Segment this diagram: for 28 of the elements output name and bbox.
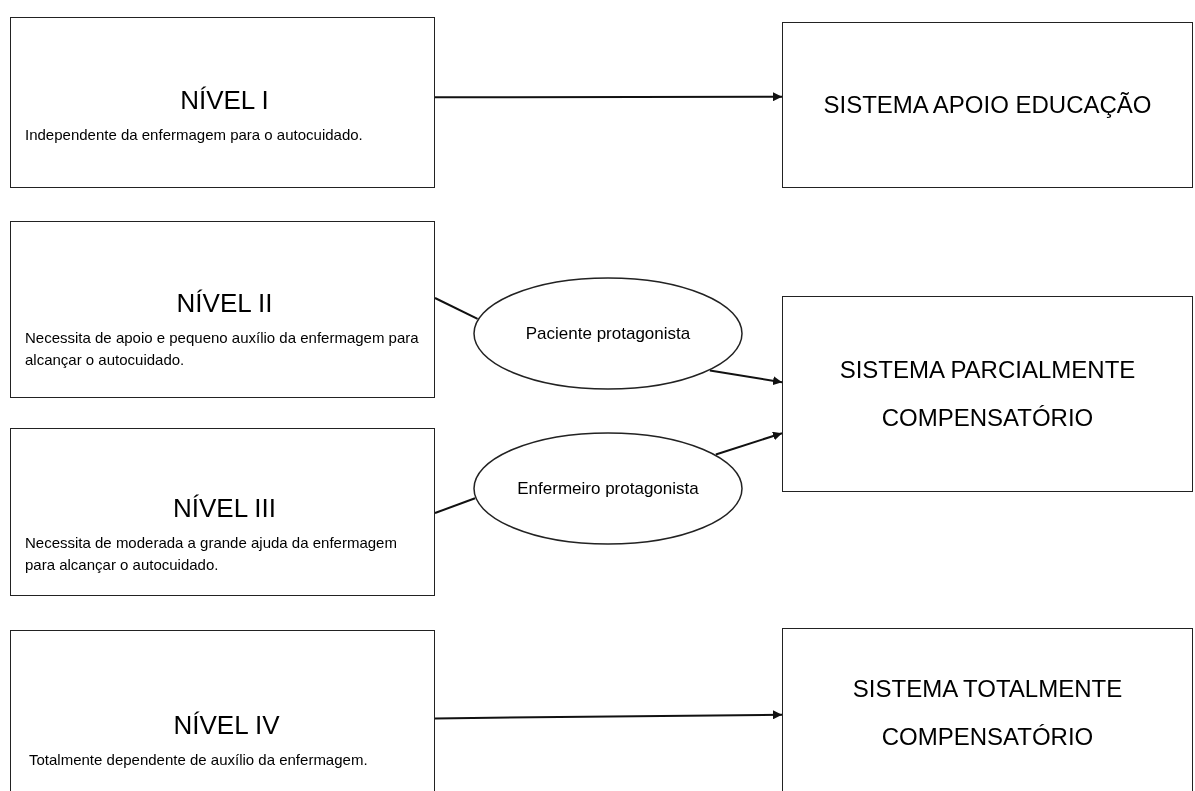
level-heading: NÍVEL III: [172, 492, 277, 524]
level-heading: NÍVEL II: [176, 288, 273, 319]
level-box: [10, 428, 435, 596]
level-description: Totalmente dependente de auxílio da enfermagem.: [29, 749, 369, 770]
level-heading: NÍVEL IV: [173, 709, 280, 741]
arrow: [708, 369, 783, 386]
role-ellipse: [473, 277, 743, 390]
level-box: [10, 630, 435, 791]
level-box: [10, 221, 435, 398]
role-ellipse: [473, 432, 743, 545]
arrow: [714, 431, 783, 456]
system-label: SISTEMA APOIO EDUCAÇÃO: [823, 90, 1152, 120]
system-label: SISTEMA PARCIALMENTE COMPENSATÓRIO: [838, 355, 1137, 433]
system-box: [782, 628, 1193, 791]
connector-line: [434, 297, 479, 320]
role-label: Paciente protagonista: [525, 322, 691, 345]
connector-line: [434, 497, 477, 514]
level-box: [10, 17, 435, 188]
arrow: [434, 92, 783, 102]
system-box: [782, 296, 1193, 492]
level-description: Necessita de apoio e pequeno auxílio da enfermagem para alcançar o autocuidado.: [25, 328, 420, 370]
level-heading: NÍVEL I: [180, 85, 269, 116]
level-description: Necessita de moderada a grande ajuda da enfermagem para alcançar o autocuidado.: [25, 532, 398, 575]
role-label: Enfermeiro protagonista: [517, 477, 699, 500]
system-label: SISTEMA TOTALMENTE COMPENSATÓRIO: [851, 674, 1124, 752]
level-description: Independente da enfermagem para o autocuidado.: [25, 125, 364, 145]
system-box: [782, 22, 1193, 188]
arrow: [434, 710, 783, 720]
